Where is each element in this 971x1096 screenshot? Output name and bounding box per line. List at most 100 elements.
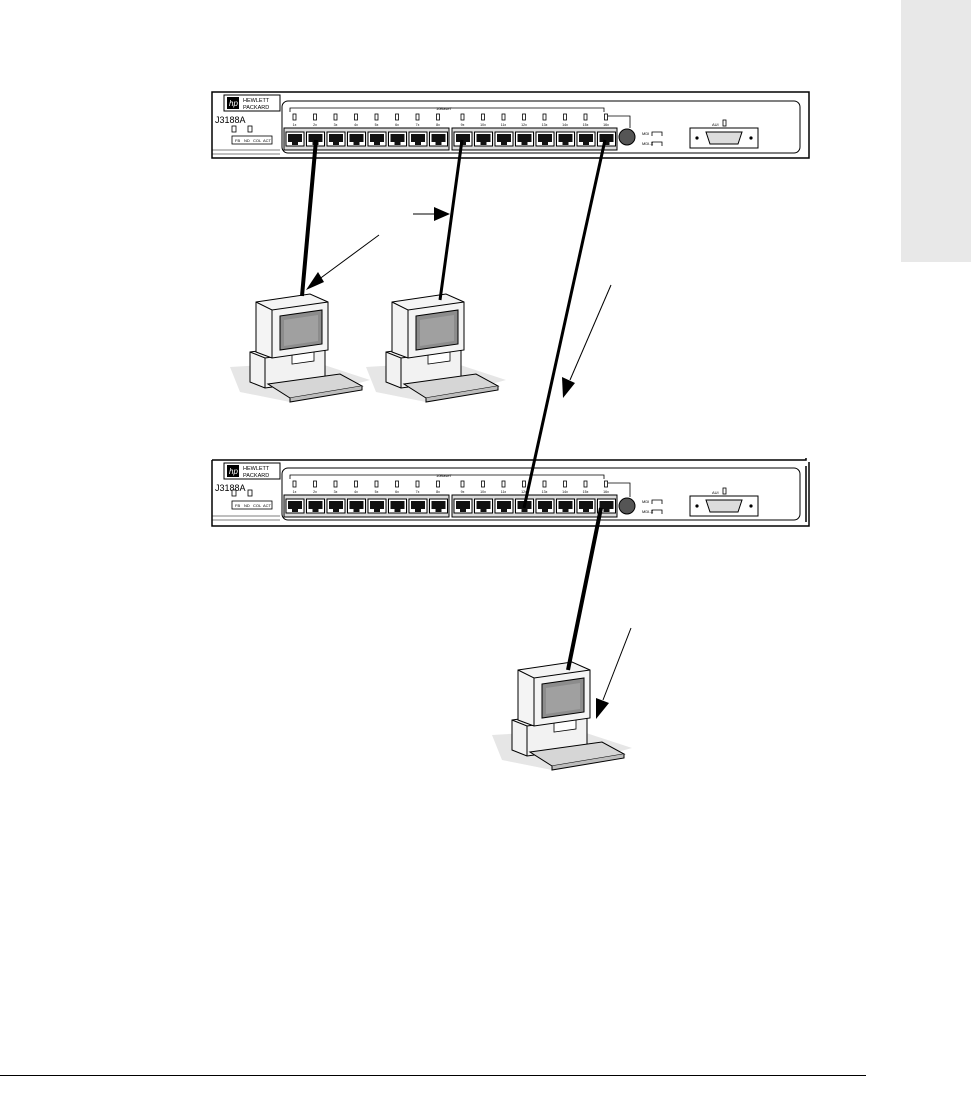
aui-port-icon[interactable] bbox=[705, 499, 743, 513]
rj45-port[interactable] bbox=[408, 498, 428, 514]
port-led bbox=[604, 113, 608, 121]
status-label-strip bbox=[231, 500, 273, 510]
rj45-port[interactable] bbox=[429, 131, 448, 147]
rj45-port[interactable] bbox=[453, 131, 473, 147]
rj45-port[interactable] bbox=[408, 131, 428, 147]
mdi-switch-icon[interactable] bbox=[651, 499, 663, 514]
port-led bbox=[481, 113, 485, 121]
rj45-port[interactable] bbox=[326, 131, 346, 147]
rj45-port[interactable] bbox=[494, 498, 514, 514]
port-led bbox=[542, 113, 547, 121]
port-number: 15x bbox=[583, 490, 589, 494]
rj45-port[interactable] bbox=[597, 131, 616, 147]
callout-arrow bbox=[562, 284, 612, 398]
status-label: COL bbox=[253, 503, 262, 508]
status-led bbox=[231, 125, 237, 133]
port-number: 12x bbox=[521, 123, 527, 127]
status-label: COL bbox=[253, 138, 262, 143]
rj45-port[interactable] bbox=[429, 498, 448, 514]
footer-rule bbox=[0, 1075, 866, 1076]
port-number: 4x bbox=[354, 123, 358, 127]
port-number: 6x bbox=[395, 123, 399, 127]
rj45-port[interactable] bbox=[347, 498, 366, 514]
rj45-port[interactable] bbox=[494, 131, 514, 147]
port-number: 15x bbox=[583, 123, 589, 127]
port-led bbox=[292, 113, 297, 121]
aui-label: AUI bbox=[712, 490, 719, 495]
cable-hub-top-to-pc2 bbox=[438, 139, 464, 301]
brand-line1: HEWLETT bbox=[243, 466, 270, 472]
rj45-port[interactable] bbox=[285, 498, 305, 514]
rj45-port[interactable] bbox=[474, 498, 493, 514]
status-label: ACT bbox=[263, 503, 272, 508]
mdi-x-label: MDI-X bbox=[642, 509, 654, 514]
rj45-port[interactable] bbox=[576, 131, 596, 147]
port-number: 2x bbox=[313, 490, 317, 494]
aui-screw bbox=[749, 136, 753, 140]
model-label: J3188A bbox=[215, 483, 246, 493]
aui-label: AUI bbox=[712, 122, 719, 127]
port-number: 10x bbox=[480, 490, 486, 494]
port-led bbox=[604, 480, 608, 488]
desktop-computer-icon bbox=[229, 293, 371, 403]
rj45-port[interactable] bbox=[367, 498, 387, 514]
crossover-cable-hub-to-hub bbox=[522, 139, 607, 509]
rj45-port[interactable] bbox=[474, 131, 493, 147]
rj45-port[interactable] bbox=[285, 131, 305, 147]
port-number: 1x bbox=[293, 123, 297, 127]
rj45-port[interactable] bbox=[306, 498, 325, 514]
port-led bbox=[415, 113, 420, 121]
rj45-port[interactable] bbox=[367, 131, 387, 147]
rj45-port[interactable] bbox=[388, 131, 407, 147]
port-number: 10x bbox=[480, 123, 486, 127]
aui-screw bbox=[695, 504, 699, 508]
port-group-left bbox=[283, 494, 450, 518]
rj45-port[interactable] bbox=[388, 498, 407, 514]
port-number: 5x bbox=[375, 490, 379, 494]
port-number: 3x bbox=[334, 490, 338, 494]
brand-line2: PACKARD bbox=[243, 105, 269, 111]
port-number: 4x bbox=[354, 490, 358, 494]
port-led bbox=[563, 113, 567, 121]
port-number: 14x bbox=[562, 123, 568, 127]
rj45-port[interactable] bbox=[347, 131, 366, 147]
port-led bbox=[354, 113, 358, 121]
port-led bbox=[481, 480, 485, 488]
rj45-port[interactable] bbox=[326, 498, 346, 514]
port-number: 8x bbox=[436, 490, 440, 494]
brand-line2: PACKARD bbox=[243, 473, 269, 479]
status-led bbox=[247, 489, 253, 497]
mdi-line bbox=[608, 115, 631, 128]
desktop-computer-icon bbox=[365, 293, 507, 403]
rj45-port[interactable] bbox=[515, 131, 534, 147]
port-led bbox=[415, 480, 420, 488]
mdi-label: MDI bbox=[642, 499, 649, 504]
aui-led bbox=[722, 487, 727, 495]
mdi-switch-icon[interactable] bbox=[651, 131, 663, 146]
aui-port-icon[interactable] bbox=[705, 131, 743, 145]
rj45-port[interactable] bbox=[556, 131, 575, 147]
mdi-x-label: MDI-X bbox=[642, 141, 654, 146]
reset-button[interactable] bbox=[618, 497, 636, 515]
rj45-port[interactable] bbox=[576, 498, 596, 514]
callout-arrow bbox=[306, 234, 380, 290]
port-led bbox=[522, 480, 526, 488]
rj45-port[interactable] bbox=[556, 498, 575, 514]
callout-arrow bbox=[413, 207, 450, 221]
port-led bbox=[313, 113, 317, 121]
reset-button[interactable] bbox=[618, 128, 636, 146]
mdi-label: MDI bbox=[642, 131, 649, 136]
port-number: 2x bbox=[313, 123, 317, 127]
rj45-port[interactable] bbox=[535, 131, 555, 147]
port-group-right bbox=[451, 127, 618, 151]
rj45-port[interactable] bbox=[453, 498, 473, 514]
aui-screw bbox=[695, 136, 699, 140]
port-number: 12x bbox=[521, 490, 527, 494]
rj45-port[interactable] bbox=[535, 498, 555, 514]
port-number: 13x bbox=[542, 123, 548, 127]
port-led bbox=[354, 480, 358, 488]
port-number: 3x bbox=[334, 123, 338, 127]
ports-label-bracket bbox=[289, 107, 605, 112]
